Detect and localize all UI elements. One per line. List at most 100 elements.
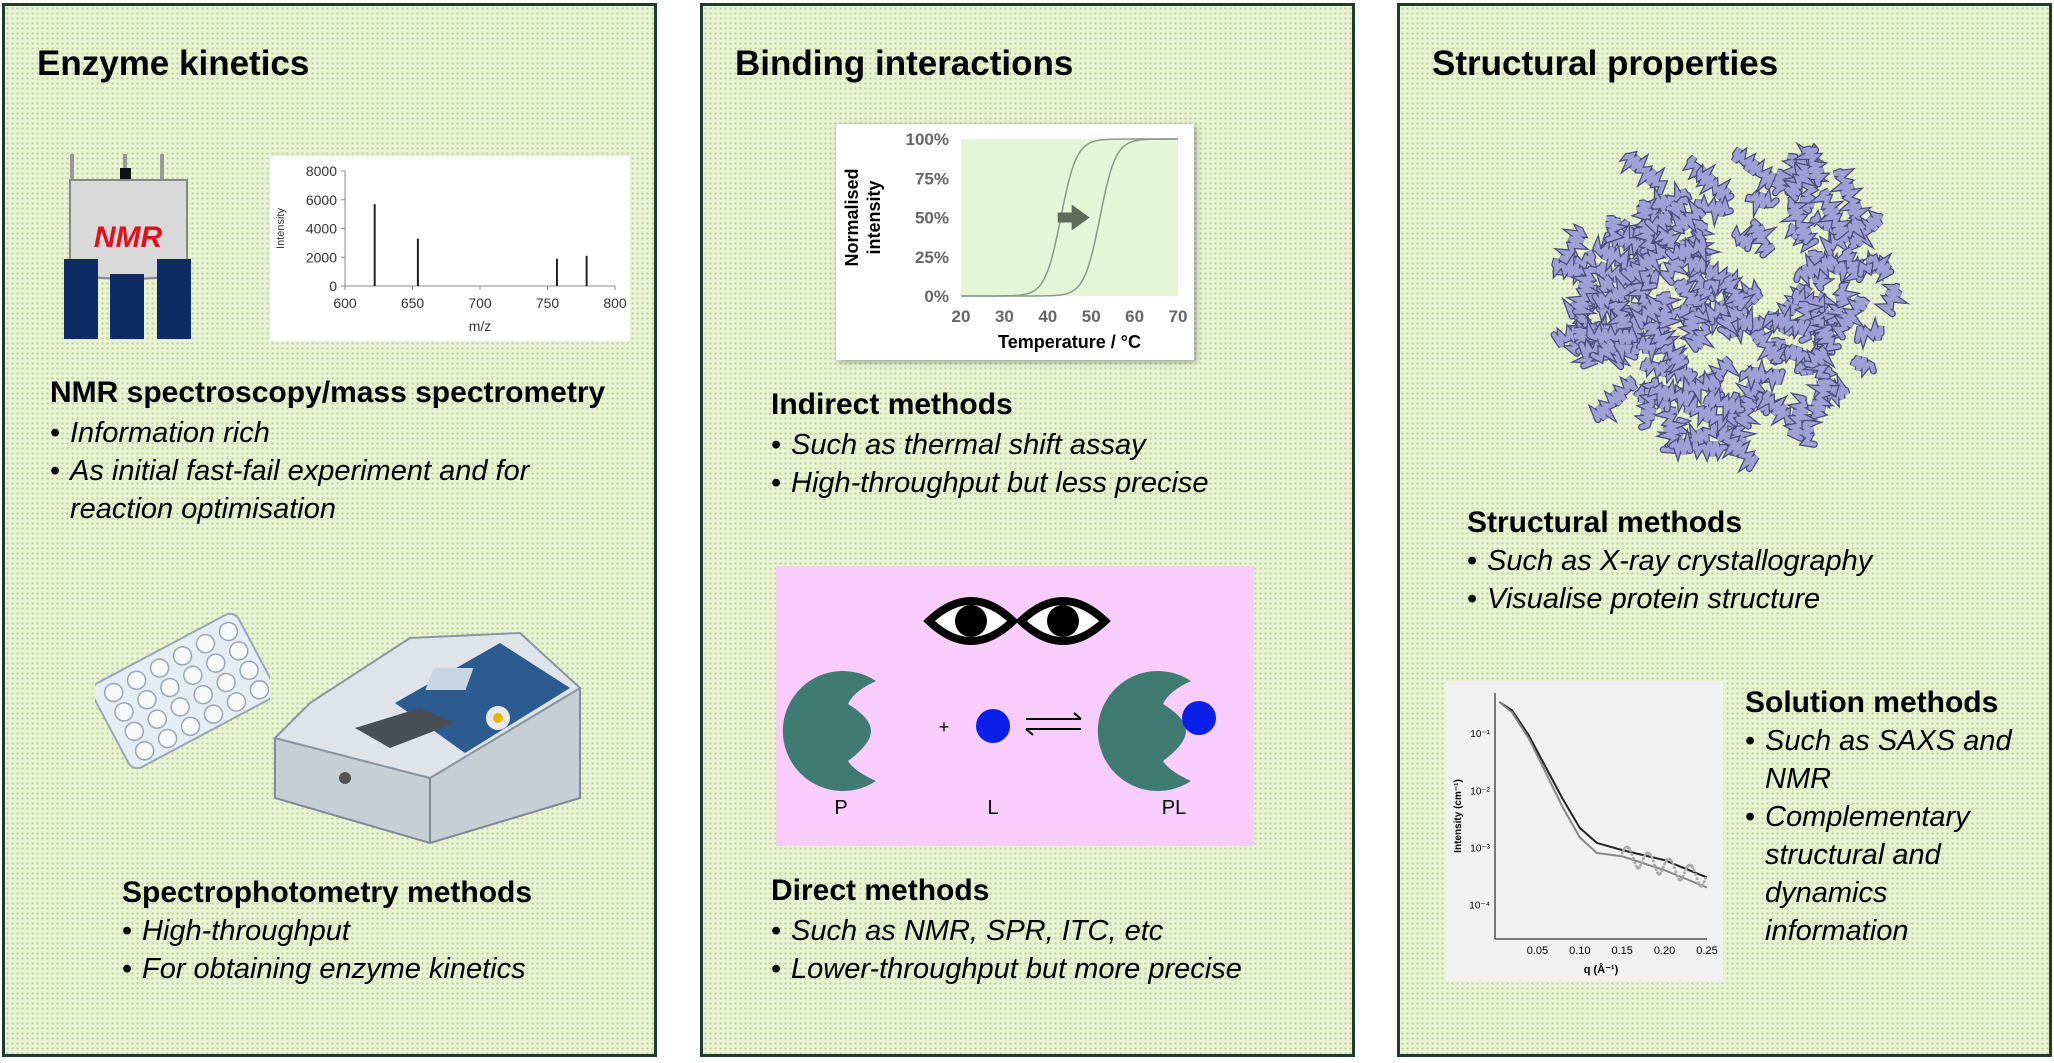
helix-ribbon [1669, 432, 1693, 459]
helix-ribbon [1732, 227, 1754, 251]
data-point [1658, 872, 1662, 875]
helix-ribbon [1552, 254, 1587, 283]
helix [1865, 252, 1895, 285]
helix-ribbon [1720, 275, 1753, 311]
complex-shape [1097, 671, 1191, 791]
helix [1844, 209, 1884, 251]
helix-ribbon [1643, 321, 1685, 372]
x-axis-label: Temperature / °C [998, 332, 1141, 352]
helix [1743, 218, 1779, 259]
data-point [1670, 859, 1674, 863]
y-tick-label: 0 [329, 278, 337, 294]
helix-ribbon [1590, 375, 1637, 422]
x-axis-label: q (Å⁻¹) [1584, 963, 1619, 976]
data-point [1661, 865, 1665, 869]
well [124, 721, 145, 742]
data-point [1641, 857, 1645, 860]
helix [1641, 320, 1689, 374]
helix [1691, 441, 1729, 464]
well [218, 621, 239, 642]
data-point [1629, 849, 1633, 853]
helix [1628, 292, 1664, 330]
helix [1659, 340, 1690, 376]
x-tick-label: 0.25 [1696, 945, 1717, 957]
data-point [1681, 874, 1685, 878]
helix-ribbon [1804, 347, 1833, 368]
x-tick-label: 0.10 [1569, 945, 1590, 957]
helix [1749, 328, 1789, 365]
well [193, 684, 213, 705]
bullet-list: Such as thermal shift assay High-through… [771, 426, 1331, 502]
well [203, 704, 224, 724]
data-point [1682, 871, 1686, 875]
bullet-item: Complementary structural and dynamics in… [1745, 798, 2015, 950]
helix-ribbon [1672, 201, 1706, 233]
y-tick-label: 75% [915, 169, 949, 188]
helix [1873, 282, 1911, 318]
well [157, 728, 178, 749]
helix-ribbon [1648, 381, 1695, 411]
helix [1760, 303, 1812, 341]
ligand-label: L [987, 797, 998, 819]
well [147, 709, 168, 729]
y-tick-label: 2000 [306, 249, 337, 265]
data-point [1691, 866, 1695, 870]
helix [1676, 310, 1713, 345]
well [103, 682, 124, 703]
helix-ribbon [1855, 319, 1884, 347]
section-heading: Solution methods [1745, 686, 1999, 719]
helix-ribbon [1608, 302, 1632, 329]
y-tick-label: 4000 [306, 221, 337, 237]
y-tick-label: 10⁻³ [1470, 843, 1490, 854]
bullet-item: High-throughput but less precise [771, 464, 1331, 502]
helix [1683, 412, 1738, 451]
x-tick-label: 750 [536, 295, 560, 311]
helix-ribbon [1587, 322, 1637, 345]
section-heading: Indirect methods [771, 388, 1013, 421]
helix-ribbon [1716, 426, 1759, 471]
bullet-item: High-throughput [122, 912, 622, 950]
helix-ribbon [1794, 255, 1839, 285]
helix [1587, 374, 1638, 424]
helix [1589, 338, 1619, 365]
helix [1830, 294, 1871, 341]
x-tick-label: 60 [1125, 307, 1144, 326]
helix-ribbon [1821, 217, 1866, 257]
panel-title: Structural properties [1432, 44, 1779, 83]
data-point [1671, 862, 1675, 866]
well [160, 677, 180, 698]
helix-ribbon [1740, 362, 1785, 390]
x-tick-label: 30 [995, 307, 1014, 326]
bullet-list: Such as X-ray crystallography Visualise … [1467, 542, 2027, 618]
helix [1586, 317, 1638, 345]
helix-ribbon [1792, 288, 1825, 318]
nmr-label: NMR [93, 221, 163, 254]
helix-ribbon [1796, 146, 1828, 186]
helix [1618, 150, 1669, 196]
data-point [1627, 847, 1631, 850]
well [239, 660, 259, 681]
helix [1732, 395, 1762, 430]
data-point [1694, 872, 1698, 876]
helix-ribbon [1783, 193, 1816, 244]
helix [1793, 251, 1840, 288]
y-axis-label: intensity [864, 180, 884, 254]
eye-icon [923, 597, 1019, 645]
helix [1646, 377, 1696, 415]
helix [1719, 274, 1756, 312]
helix [1828, 167, 1873, 223]
helix-ribbon [1732, 147, 1776, 190]
shift-arrow-icon [1057, 204, 1090, 231]
scattering-curve [1498, 701, 1708, 889]
helix-ribbon [1665, 238, 1707, 262]
well [226, 692, 247, 712]
helix [1681, 322, 1716, 353]
helix-ribbon [1832, 169, 1869, 222]
x-tick-label: 0.05 [1527, 945, 1548, 957]
data-point [1630, 852, 1634, 856]
helix-ribbon [1621, 152, 1667, 195]
helix-ribbon [1605, 216, 1626, 242]
